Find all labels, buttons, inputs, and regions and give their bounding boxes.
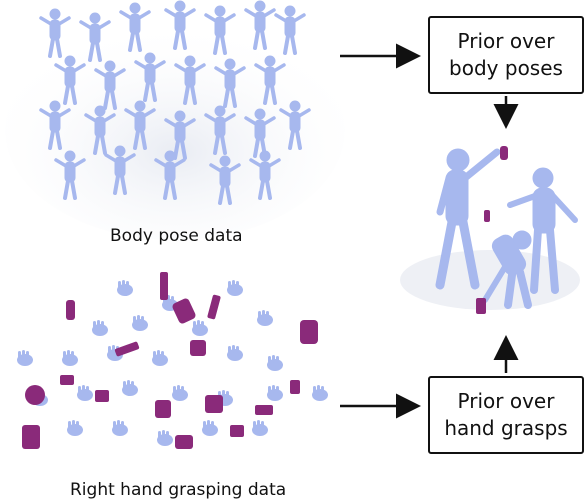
body-prior-text: Prior over body poses: [449, 29, 563, 80]
body-pose-data-label: Body pose data: [110, 226, 243, 246]
hand-prior-text: Prior over hand grasps: [444, 389, 568, 440]
scene-objects: [476, 146, 508, 314]
hand-prior-box: Prior over hand grasps: [428, 376, 584, 454]
body-prior-box: Prior over body poses: [428, 16, 584, 94]
hand-grasp-data-label: Right hand grasping data: [70, 480, 287, 500]
hand-grasp-cluster: [17, 272, 328, 449]
arrows: [340, 43, 519, 419]
composed-scene: [435, 148, 578, 309]
